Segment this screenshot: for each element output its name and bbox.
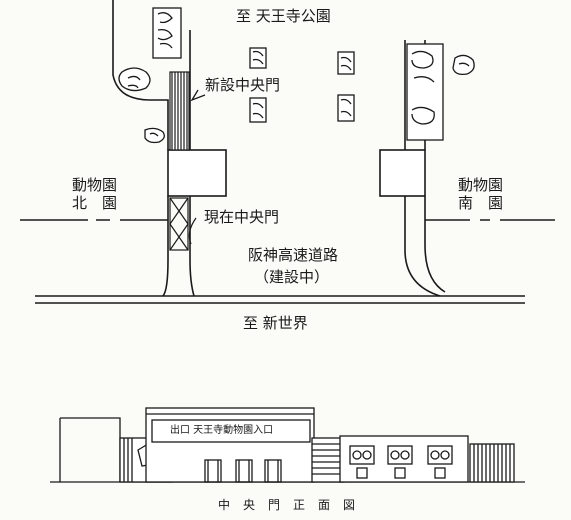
elevation-caption: 中央門正面図 [218, 498, 369, 512]
elevation-sign-text: 出口 天王寺動物園入口 [170, 425, 274, 436]
door-3 [264, 459, 282, 483]
tree-block-7 [337, 94, 355, 122]
front-elevation [50, 407, 525, 483]
tree-block-3 [144, 127, 165, 144]
label-expressway: 阪神高速道路 [248, 246, 339, 264]
current-gate-box [169, 197, 189, 251]
door-1 [204, 459, 222, 483]
tree-block-6 [337, 51, 355, 75]
tree-block-1 [152, 7, 182, 59]
label-under-construction: （建設中） [254, 268, 330, 286]
elevation-main-building [145, 407, 315, 483]
label-zoo-north-2: 北 園 [72, 194, 118, 212]
label-new-central-gate: 新設中央門 [205, 76, 281, 94]
gate-box-left [167, 149, 227, 197]
pointer-current-gate [188, 217, 197, 245]
label-to-tennoji-park: 至 天王寺公園 [236, 7, 331, 25]
tree-block-8 [406, 43, 444, 141]
label-to-shinsekai: 至 新世界 [243, 314, 308, 332]
label-current-central-gate: 現在中央門 [204, 208, 280, 226]
label-zoo-south-1: 動物園 [458, 176, 504, 194]
new-central-gate-hatch [169, 71, 190, 151]
label-zoo-south-2: 南 園 [458, 194, 504, 212]
tree-block-5 [249, 97, 267, 123]
left-road-outline [112, 0, 169, 150]
tree-block-9 [452, 54, 475, 76]
tree-block-4 [249, 47, 267, 69]
door-2 [235, 459, 253, 483]
arrow-new-gate [190, 89, 206, 102]
gate-box-right [379, 149, 426, 197]
label-zoo-north-1: 動物園 [72, 176, 118, 194]
expressway-line [35, 295, 525, 304]
tree-block-2 [118, 67, 151, 92]
